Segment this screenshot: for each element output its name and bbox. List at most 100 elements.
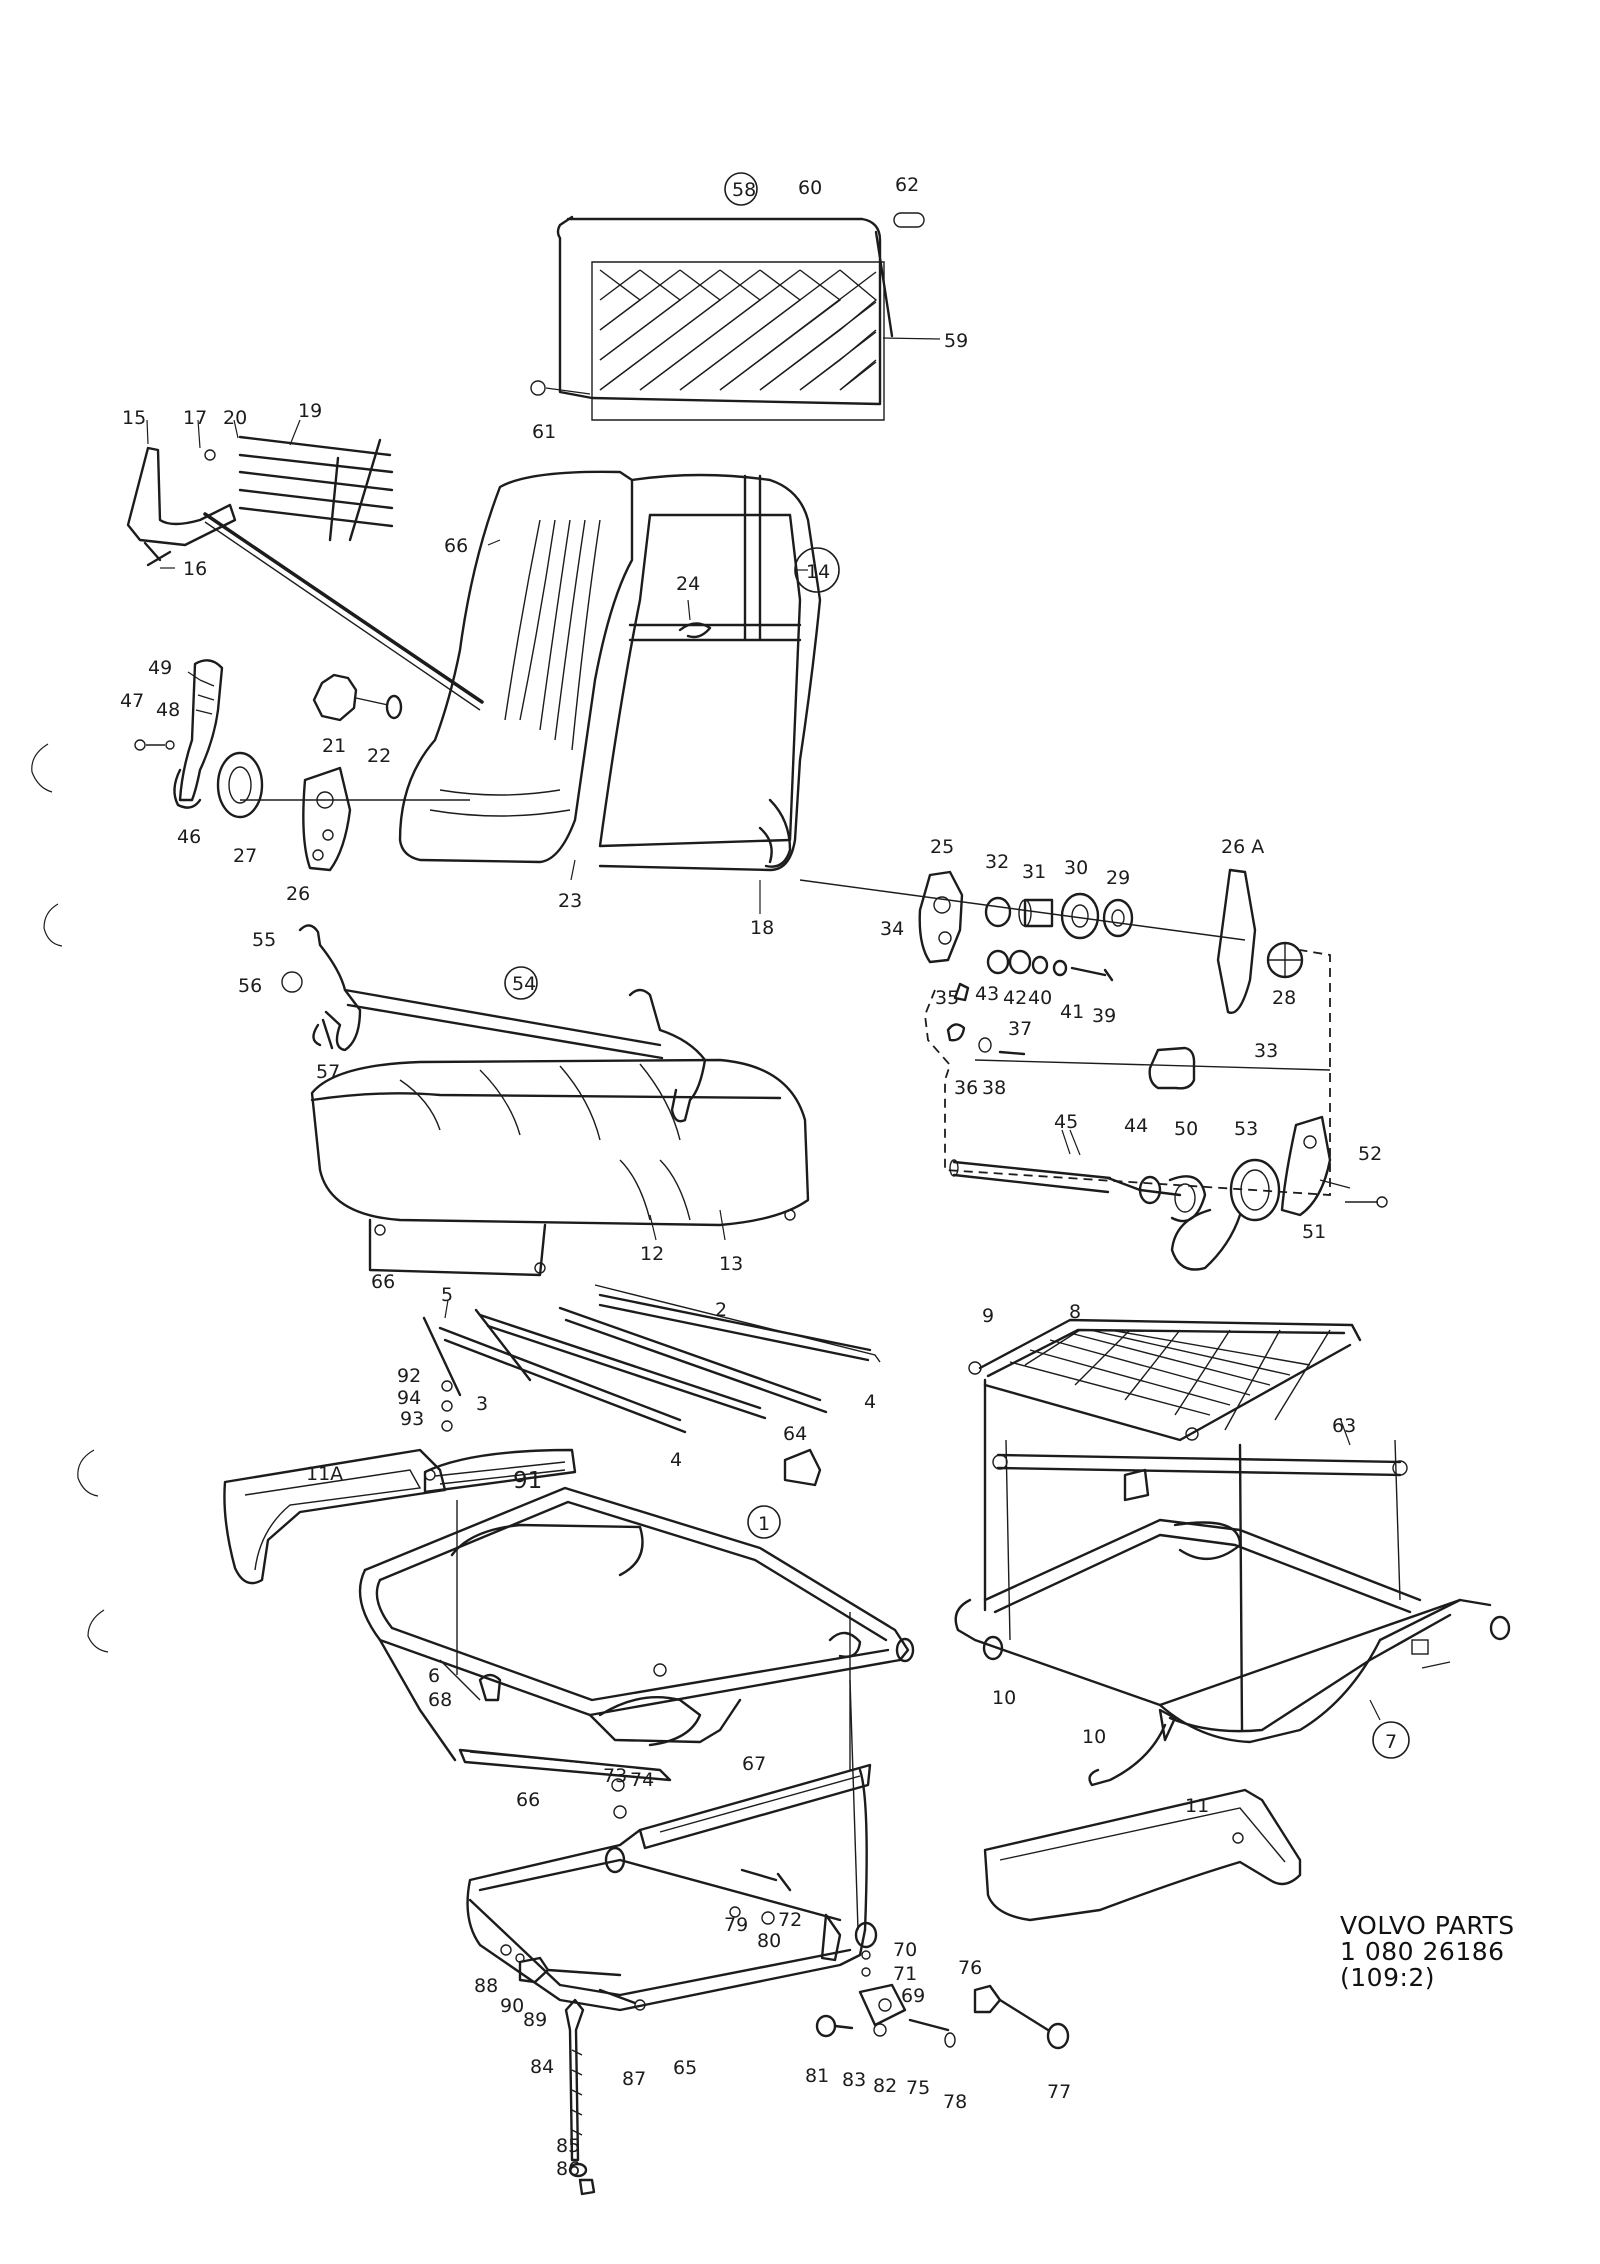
- callout-43: 43: [975, 983, 999, 1005]
- callout-84: 84: [530, 2056, 554, 2078]
- callout-85: 85: [556, 2135, 580, 2157]
- callout-numbers: 58 60 62 59 61 15 17 20 19 16 66 14 24 4…: [120, 174, 1397, 2180]
- callout-10-upper: 10: [992, 1687, 1016, 1709]
- side-trim-right: [983, 1788, 1302, 1922]
- circle-58: [724, 172, 758, 206]
- callout-54: 54: [512, 973, 536, 995]
- binder-holes: [31, 743, 109, 1653]
- callout-22: 22: [367, 745, 391, 767]
- circle-54: [504, 966, 538, 1000]
- callout-47: 47: [120, 690, 144, 712]
- reference-block: VOLVO PARTS 1 080 26186 (109:2): [1340, 1911, 1514, 1992]
- callout-78: 78: [943, 2091, 967, 2113]
- callout-76: 76: [958, 1957, 982, 1979]
- callout-27: 27: [233, 845, 257, 867]
- recliner-handle-group: [134, 659, 470, 872]
- callout-9: 9: [982, 1305, 994, 1327]
- callout-29: 29: [1106, 867, 1130, 889]
- callout-70: 70: [893, 1939, 917, 1961]
- seat-springs: [422, 1284, 881, 1494]
- circle-7: [1372, 1721, 1410, 1759]
- callout-39: 39: [1092, 1005, 1116, 1027]
- callout-69: 69: [901, 1985, 925, 2007]
- callout-16: 16: [183, 558, 207, 580]
- callout-88: 88: [474, 1975, 498, 1997]
- circle-1: [747, 1505, 781, 1539]
- callout-66-cushion: 66: [371, 1271, 395, 1293]
- callout-13: 13: [719, 1253, 743, 1275]
- callout-57: 57: [316, 1061, 340, 1083]
- callout-52: 52: [1358, 1143, 1382, 1165]
- callout-75: 75: [906, 2077, 930, 2099]
- callout-10-lower: 10: [1082, 1726, 1106, 1748]
- callout-32: 32: [985, 851, 1009, 873]
- callout-33: 33: [1254, 1040, 1278, 1062]
- callout-56: 56: [238, 975, 262, 997]
- callout-53: 53: [1234, 1118, 1258, 1140]
- callout-86: 86: [556, 2158, 580, 2180]
- seat-frame-right: [954, 1318, 1511, 1787]
- callout-41: 41: [1060, 1001, 1084, 1023]
- callout-49: 49: [148, 657, 172, 679]
- callout-80: 80: [757, 1930, 781, 1952]
- callout-12: 12: [640, 1243, 664, 1265]
- callout-92: 92: [397, 1365, 421, 1387]
- callout-25: 25: [930, 836, 954, 858]
- callout-93: 93: [400, 1408, 424, 1430]
- callout-91: 91: [513, 1468, 542, 1494]
- callout-28: 28: [1272, 987, 1296, 1009]
- callout-83: 83: [842, 2069, 866, 2091]
- callout-77: 77: [1047, 2081, 1071, 2103]
- callout-68: 68: [428, 1689, 452, 1711]
- callout-45: 45: [1054, 1111, 1078, 1133]
- callout-55: 55: [252, 929, 276, 951]
- callout-42: 42: [1003, 987, 1027, 1009]
- callout-26: 26: [286, 883, 310, 905]
- callout-6: 6: [428, 1665, 440, 1687]
- callout-89: 89: [523, 2009, 547, 2031]
- callout-74: 74: [630, 1769, 654, 1791]
- callout-67: 67: [742, 1753, 766, 1775]
- callout-38: 38: [982, 1077, 1006, 1099]
- callout-66-frame: 66: [516, 1789, 540, 1811]
- callout-40: 40: [1028, 987, 1052, 1009]
- callout-73: 73: [603, 1765, 627, 1787]
- callout-15: 15: [122, 407, 146, 429]
- callout-48: 48: [156, 699, 180, 721]
- seat-frame-left: [358, 1486, 915, 1782]
- recliner-mechanism: [799, 868, 1388, 1271]
- callout-30: 30: [1064, 857, 1088, 879]
- reference-line-3: (109:2): [1340, 1963, 1435, 1992]
- callout-21: 21: [322, 735, 346, 757]
- backrest: [398, 470, 840, 914]
- callout-94: 94: [397, 1387, 421, 1409]
- callout-35: 35: [935, 987, 959, 1009]
- callout-66-backrest: 66: [444, 535, 468, 557]
- callout-79: 79: [724, 1914, 748, 1936]
- side-trim-left: [223, 1448, 447, 1585]
- callout-7: 7: [1385, 1731, 1397, 1753]
- callout-4-lower: 4: [670, 1449, 682, 1471]
- callout-5: 5: [441, 1284, 453, 1306]
- callout-60: 60: [798, 177, 822, 199]
- callout-19: 19: [298, 400, 322, 422]
- callout-82: 82: [873, 2075, 897, 2097]
- callout-51: 51: [1302, 1221, 1326, 1243]
- callout-8: 8: [1069, 1301, 1081, 1323]
- callout-87: 87: [622, 2068, 646, 2090]
- callout-26A: 26 A: [1221, 836, 1264, 858]
- callout-90: 90: [500, 1995, 524, 2017]
- callout-2: 2: [715, 1299, 727, 1321]
- storage-net: [530, 172, 941, 421]
- callout-17: 17: [183, 407, 207, 429]
- callout-37: 37: [1008, 1018, 1032, 1040]
- callout-72: 72: [778, 1909, 802, 1931]
- callout-46: 46: [177, 826, 201, 848]
- callout-14: 14: [806, 561, 830, 583]
- callout-65: 65: [673, 2057, 697, 2079]
- callout-71: 71: [893, 1963, 917, 1985]
- callout-44: 44: [1124, 1115, 1148, 1137]
- callout-61: 61: [532, 421, 556, 443]
- callout-24: 24: [676, 573, 700, 595]
